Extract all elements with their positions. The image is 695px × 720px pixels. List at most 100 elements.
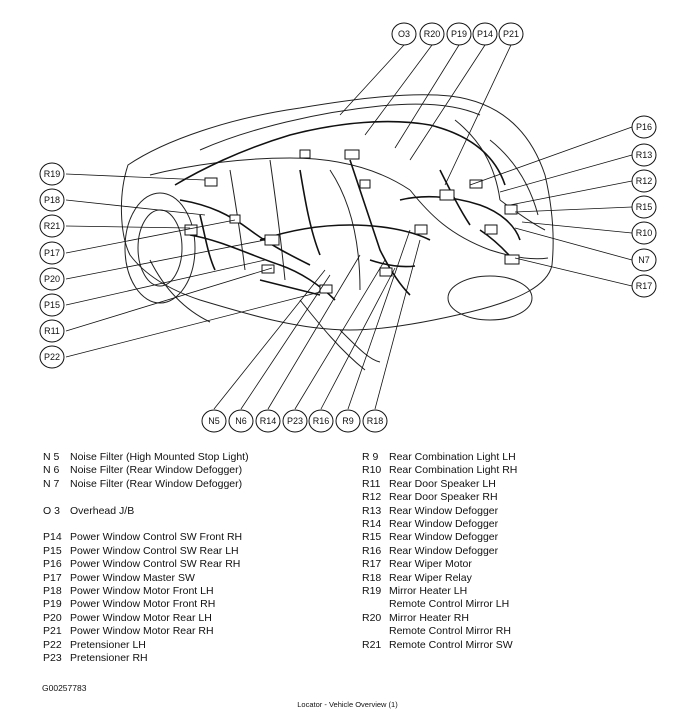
callout-label: R18	[367, 416, 384, 426]
callout-label: N6	[235, 416, 247, 426]
callout-label: R9	[342, 416, 354, 426]
callout-label: P22	[44, 352, 60, 362]
callout-circle	[498, 22, 524, 46]
callout-label: P19	[451, 29, 467, 39]
callout-circle	[39, 319, 65, 343]
callout-right-4: R10	[631, 221, 657, 245]
callout-right-2: R12	[631, 169, 657, 193]
connector-description: Power Window Motor Rear LH	[70, 611, 212, 624]
connector-description: Power Window Control SW Rear RH	[70, 558, 241, 571]
connector-description: Rear Wiper Relay	[389, 571, 472, 584]
callout-bottom-3: P23	[282, 409, 308, 433]
callout-label: N5	[208, 416, 220, 426]
callout-top-4: P21	[498, 22, 524, 46]
callout-right-1: R13	[631, 143, 657, 167]
connector-code: P23	[43, 652, 62, 665]
figure-id: G00257783	[42, 683, 87, 693]
connector-code: R14	[362, 518, 382, 531]
connector-code: R20	[362, 611, 382, 624]
leader-lines	[65, 44, 633, 410]
callout-circle	[255, 409, 281, 433]
callout-circle	[308, 409, 334, 433]
connector-description: Rear Window Defogger	[389, 531, 499, 544]
callout-circle	[39, 241, 65, 265]
callout-circle	[631, 115, 657, 139]
connector-description: Noise Filter (Rear Window Defogger)	[70, 464, 243, 477]
callout-circle	[335, 409, 361, 433]
callout-circle	[631, 274, 657, 298]
callout-bottom-2: R14	[255, 409, 281, 433]
connector-code: P22	[43, 638, 62, 651]
connector-code: R17	[362, 558, 382, 571]
connector-code: R 9	[362, 451, 379, 463]
callout-bottom-4: R16	[308, 409, 334, 433]
connector-description: Remote Control Mirror LH	[389, 598, 510, 611]
callout-circle	[419, 22, 445, 46]
connector-description: Rear Wiper Motor	[389, 558, 472, 571]
callout-label: N7	[638, 255, 650, 265]
callout-right-0: P16	[631, 115, 657, 139]
footer-caption: Locator - Vehicle Overview (1)	[297, 700, 398, 709]
callout-label: P20	[44, 274, 60, 284]
callout-left-3: P17	[39, 241, 65, 265]
callout-left-2: R21	[39, 214, 65, 238]
connector-code	[362, 625, 389, 638]
callout-circle	[631, 195, 657, 219]
callout-bottom-0: N5	[201, 409, 227, 433]
connector-description: Rear Combination Light RH	[389, 464, 518, 477]
connector-description: Power Window Master SW	[70, 571, 195, 584]
callout-label: P23	[287, 416, 303, 426]
callout-left-6: R11	[39, 319, 65, 343]
connector-code: R13	[362, 504, 382, 517]
connector-description: Power Window Motor Rear RH	[70, 625, 214, 638]
callout-right-3: R15	[631, 195, 657, 219]
callout-left-1: P18	[39, 188, 65, 212]
connector-code: R16	[362, 544, 382, 557]
connector-description: Pretensioner LH	[70, 638, 146, 651]
callout-circle	[39, 345, 65, 369]
connector-code: R12	[362, 491, 382, 504]
connector-code: R10	[362, 464, 382, 477]
connector-code: P20	[43, 611, 62, 624]
callout-label: R16	[313, 416, 330, 426]
connector-code: N 5	[43, 451, 60, 463]
legend-row	[43, 491, 249, 504]
connector-code: P15	[43, 544, 62, 557]
connector-code: R21	[362, 638, 382, 651]
callout-top-3: P14	[472, 22, 498, 46]
callout-circle	[39, 267, 65, 291]
callout-left-5: P15	[39, 293, 65, 317]
callout-label: P17	[44, 248, 60, 258]
callout-label: R15	[636, 202, 653, 212]
callout-circle	[472, 22, 498, 46]
callout-circle	[631, 143, 657, 167]
wiring-harness	[174, 120, 521, 301]
callout-circle	[39, 188, 65, 212]
callout-circle	[39, 162, 65, 186]
connector-description: Power Window Motor Front RH	[70, 598, 216, 611]
connector-code: N 7	[43, 477, 60, 490]
legend-row: Remote Control Mirror RH	[362, 625, 517, 638]
connector-code: P16	[43, 558, 62, 571]
connector-code: N 6	[43, 464, 60, 477]
callout-right-5: N7	[631, 248, 657, 272]
callout-label: R10	[636, 228, 653, 238]
connector-code: O 3	[43, 504, 60, 517]
legend-row: R17 Rear Wiper Motor	[362, 558, 517, 571]
callout-top-2: P19	[446, 22, 472, 46]
connector-code: R19	[362, 585, 382, 598]
connector-code	[43, 491, 70, 504]
callout-label: P16	[636, 122, 652, 132]
callout-left-4: P20	[39, 267, 65, 291]
